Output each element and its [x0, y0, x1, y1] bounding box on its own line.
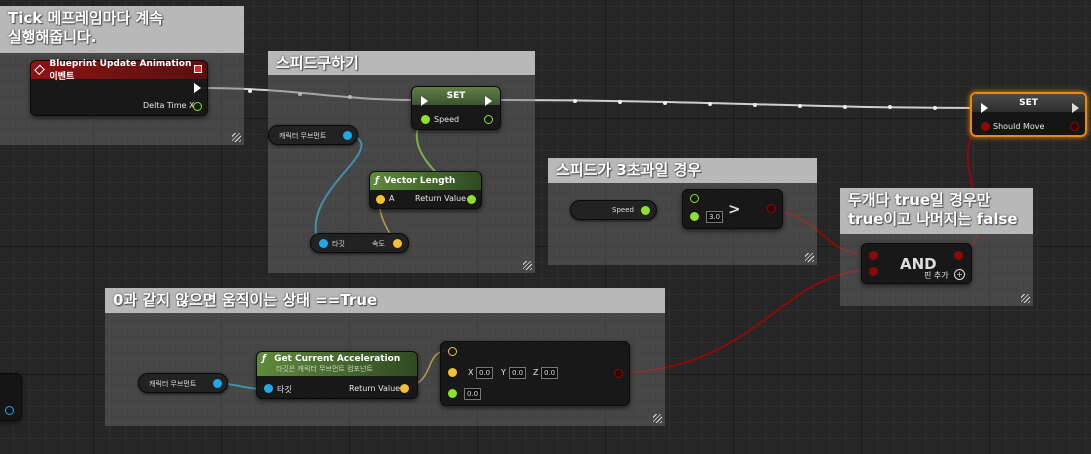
greater-than-node[interactable]: 3.0 >: [682, 189, 783, 229]
target-in-pin[interactable]: [319, 239, 328, 248]
tolerance-value[interactable]: 0.0: [464, 388, 482, 400]
greater-out-pin[interactable]: [767, 204, 776, 213]
vector-length-node[interactable]: ƒ Vector Length A Return Value: [369, 171, 482, 209]
delta-time-pin[interactable]: [193, 102, 202, 111]
event-delegate-icon[interactable]: [194, 65, 202, 73]
velocity-label: 속도: [372, 240, 385, 248]
character-movement-var-1[interactable]: 캐릭터 무브먼트: [268, 125, 358, 145]
y-label: Y: [501, 368, 506, 377]
greater-b-value[interactable]: 3.0: [706, 211, 724, 223]
speed-get-node[interactable]: Speed: [570, 200, 657, 220]
resize-grip-icon[interactable]: [1021, 294, 1030, 303]
add-pin-label[interactable]: 핀 추가: [924, 271, 949, 280]
not-equal-out-pin[interactable]: [614, 369, 623, 378]
speed-label: Speed: [434, 115, 460, 124]
set-should-move-node[interactable]: SET Should Move: [970, 92, 1087, 137]
should-move-in-pin[interactable]: [981, 122, 990, 131]
target-label: 타깃: [277, 385, 292, 394]
speed-in-pin[interactable]: [421, 115, 430, 124]
set-should-move-title: SET: [1019, 98, 1038, 108]
return-value-pin[interactable]: [400, 384, 409, 393]
x-label: X: [468, 368, 474, 377]
resize-grip-icon[interactable]: [232, 133, 241, 142]
tolerance-pin[interactable]: [448, 389, 457, 398]
get-velocity-node[interactable]: 타깃 속도: [310, 233, 409, 253]
set-should-move-header: SET: [972, 94, 1085, 112]
set-speed-node[interactable]: SET Speed: [411, 86, 501, 130]
event-node-update-animation[interactable]: Blueprint Update Animation 이벤트 Delta Tim…: [30, 58, 208, 116]
return-value-label: Return Value: [349, 384, 401, 393]
target-in-pin[interactable]: [264, 384, 273, 393]
bool-wire-greater-and: [770, 208, 874, 256]
get-accel-header: ƒ Get Current Acceleration 타깃은 캐릭터 무브먼트 …: [257, 352, 417, 376]
event-diamond-icon: [34, 64, 46, 76]
and-out-pin[interactable]: [954, 251, 963, 260]
resize-grip-icon[interactable]: [805, 253, 814, 262]
object-wire-charmove-target: [314, 134, 363, 243]
vector-length-title: Vector Length: [383, 176, 456, 186]
comment-tick-title: Tick 메프레임마다 계속 실행해줍니다.: [0, 6, 244, 53]
comment-both-true-title: 두개다 true일 경우만 true이고 나머지는 false: [840, 188, 1033, 234]
return-value-pin[interactable]: [467, 195, 476, 204]
object-out-pin[interactable]: [343, 131, 352, 140]
not-equal-b-pin[interactable]: [448, 368, 457, 377]
z-label: Z: [533, 368, 539, 377]
speed-out-pin[interactable]: [641, 206, 650, 215]
character-movement-var-2[interactable]: 캐릭터 무브먼트: [138, 373, 228, 393]
get-accel-title-row: ƒ Get Current Acceleration: [262, 354, 400, 364]
set-speed-header: SET: [412, 87, 500, 105]
and-b-pin[interactable]: [869, 267, 878, 276]
get-accel-title: Get Current Acceleration: [274, 354, 401, 364]
and-a-pin[interactable]: [869, 251, 878, 260]
greater-b-pin[interactable]: [690, 212, 699, 221]
y-value[interactable]: 0.0: [509, 367, 527, 379]
greater-a-pin[interactable]: [690, 194, 699, 203]
add-pin-icon[interactable]: +: [954, 269, 965, 280]
speed-out-pin[interactable]: [484, 115, 493, 124]
should-move-label: Should Move: [993, 122, 1045, 131]
exec-wire-set-set: [491, 99, 981, 109]
function-icon: ƒ: [375, 176, 379, 186]
z-value[interactable]: 0.0: [541, 367, 559, 379]
not-equal-a-pin[interactable]: [448, 347, 457, 356]
return-value-label: Return Value: [415, 194, 467, 203]
x-value[interactable]: 0.0: [476, 367, 494, 379]
partial-node-pin[interactable]: [5, 406, 14, 415]
not-equal-vector-node[interactable]: X 0.0 Y 0.0 Z 0.0 0.0: [440, 341, 630, 406]
object-out-pin[interactable]: [213, 379, 222, 388]
vector-a-label: A: [389, 194, 395, 203]
target-label: 타깃: [332, 240, 345, 248]
exec-in-pin[interactable]: [421, 96, 428, 106]
get-current-acceleration-node[interactable]: ƒ Get Current Acceleration 타깃은 캐릭터 무브먼트 …: [256, 351, 418, 399]
event-node-title: Blueprint Update Animation 이벤트: [49, 58, 192, 82]
velocity-out-pin[interactable]: [393, 239, 402, 248]
exec-out-pin[interactable]: [1072, 103, 1079, 113]
character-movement-label: 캐릭터 무브먼트: [149, 380, 197, 388]
should-move-out-pin[interactable]: [1070, 122, 1079, 131]
event-node-header: Blueprint Update Animation 이벤트: [31, 58, 207, 82]
exec-out-pin[interactable]: [485, 96, 492, 106]
exec-in-pin[interactable]: [981, 103, 988, 113]
comment-over3-title: 스피드가 3초과일 경우: [548, 158, 817, 183]
and-node[interactable]: AND 핀 추가 +: [861, 243, 972, 284]
and-title: AND: [900, 255, 937, 273]
set-speed-title: SET: [446, 91, 466, 101]
bool-wire-notequal-and: [616, 269, 874, 374]
resize-grip-icon[interactable]: [523, 261, 532, 270]
function-icon: ƒ: [262, 354, 266, 364]
vector-a-pin[interactable]: [376, 195, 385, 204]
resize-grip-icon[interactable]: [653, 414, 662, 423]
comment-speed-title: 스피드구하기: [268, 51, 535, 75]
get-accel-subtitle: 타깃은 캐릭터 무브먼트 컴포넌트: [276, 365, 373, 373]
speed-get-label: Speed: [612, 206, 634, 214]
greater-operator: >: [728, 200, 741, 218]
exec-out-pin[interactable]: [194, 83, 201, 93]
comment-accel-title: 0과 같지 않으면 움직이는 상태 ==True: [105, 288, 665, 313]
exec-wire-event-set: [199, 87, 419, 101]
character-movement-label: 캐릭터 무브먼트: [279, 132, 327, 140]
partial-node-left[interactable]: [0, 373, 22, 421]
exec-wire-dots: [248, 89, 937, 110]
vector-length-header: ƒ Vector Length: [370, 172, 481, 190]
delta-time-label: Delta Time X: [143, 101, 195, 110]
